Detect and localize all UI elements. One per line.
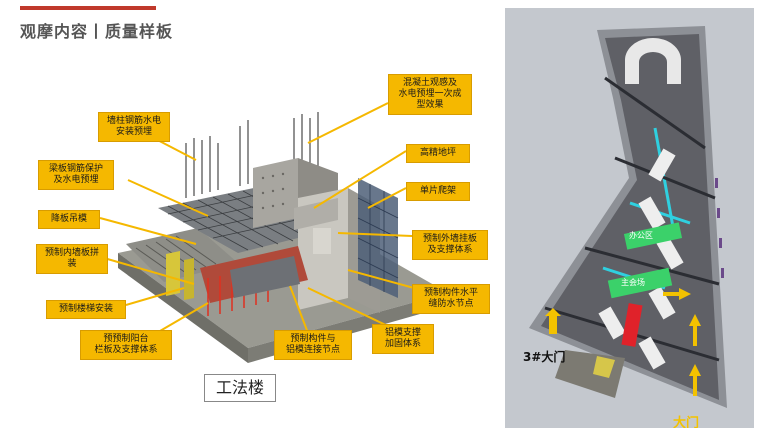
callout-concrete-finish: 混凝土观感及水电预埋一次成型效果 [388, 74, 472, 115]
callout-precast-exterior-panel: 预制外墙挂板及支撑体系 [412, 230, 488, 260]
callout-precast-joint-waterproof: 预制构件水平缝防水节点 [412, 284, 490, 314]
site-map: 办公区 主会场 3#大门 大门 [505, 8, 754, 428]
callout-precast-aluminum-joint: 预制构件与铝模连接节点 [274, 330, 352, 360]
site-map-graphic [505, 8, 754, 428]
callout-high-precision-floor: 高精地坪 [406, 144, 470, 163]
page-title: 观摩内容丨质量样板 [20, 22, 174, 41]
main-gate-label: 大门 [673, 416, 700, 428]
callout-single-climbing-frame: 单片爬架 [406, 182, 470, 201]
callout-precast-balcony: 预预制阳台栏板及支撑体系 [80, 330, 172, 360]
building-model-illustration: 墙柱钢筋水电安装预埋 混凝土观感及水电预埋一次成型效果 梁板钢筋保护及水电预埋 … [8, 48, 500, 420]
model-label: 工法楼 [204, 374, 276, 402]
callout-drop-slab-formwork: 降板吊模 [38, 210, 100, 229]
gate-3-label: 3#大门 [523, 350, 566, 364]
callout-beam-slab-rebar: 梁板钢筋保护及水电预埋 [38, 160, 114, 190]
callout-precast-stair: 预制楼梯安装 [46, 300, 126, 319]
building-model-graphic [99, 102, 448, 363]
callout-precast-interior-wall: 预制内墙板拼装 [36, 244, 108, 274]
map-zone-main-venue: 主会场 [621, 278, 645, 287]
callout-aluminum-formwork-support: 铝模支撑加固体系 [372, 324, 434, 354]
callout-wall-column-rebar: 墙柱钢筋水电安装预埋 [98, 112, 170, 142]
map-zone-office: 办公区 [629, 231, 653, 240]
title-accent-bar [20, 6, 156, 10]
